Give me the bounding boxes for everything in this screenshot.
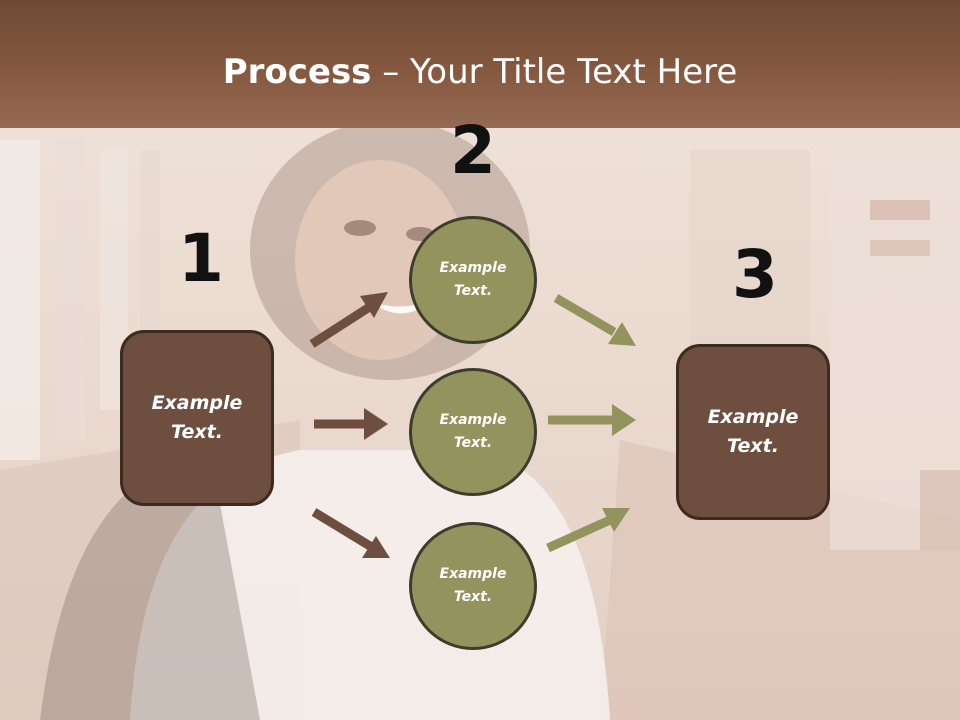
arrow-circle-bottom-to-3 xyxy=(546,508,630,553)
step-2-circle-middle: Example Text. xyxy=(409,368,537,496)
arrow-1-to-circle-bottom xyxy=(311,508,390,558)
step-number-2: 2 xyxy=(450,112,496,189)
step-1-label: Example Text. xyxy=(151,392,243,443)
arrow-circle-middle-to-3 xyxy=(548,404,636,436)
arrow-circle-top-to-3 xyxy=(553,294,636,346)
step-3-box: Example Text. xyxy=(676,344,830,520)
title-rest: – Your Title Text Here xyxy=(371,52,738,92)
title-bar xyxy=(0,0,960,128)
step-3-label: Example Text. xyxy=(707,406,799,457)
step-2-circle-top: Example Text. xyxy=(409,216,537,344)
step-1-box: Example Text. xyxy=(120,330,274,506)
arrow-1-to-circle-middle xyxy=(314,408,388,440)
circle-middle-label: Example Text. xyxy=(439,412,507,451)
slide-title: Process – Your Title Text Here xyxy=(0,52,960,92)
step-number-1: 1 xyxy=(178,220,224,297)
arrow-1-to-circle-top xyxy=(309,292,388,348)
circle-top-label: Example Text. xyxy=(439,260,507,299)
circle-bottom-label: Example Text. xyxy=(439,566,507,605)
step-2-circle-bottom: Example Text. xyxy=(409,522,537,650)
step-number-3: 3 xyxy=(732,236,778,313)
title-bold: Process xyxy=(222,52,372,92)
